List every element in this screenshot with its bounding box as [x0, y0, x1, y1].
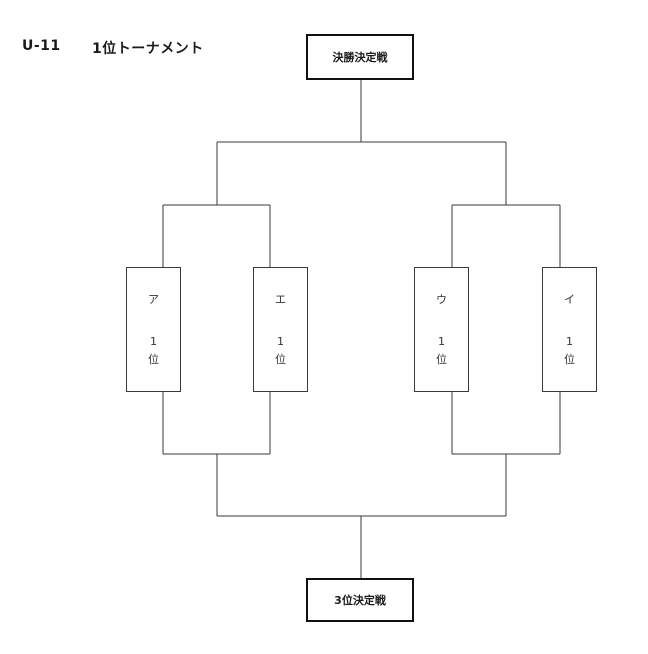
team-rank-unit: 位	[275, 353, 286, 366]
team-rank-number: 1	[150, 335, 157, 348]
division-label: U-11	[22, 38, 61, 54]
team-rank-unit: 位	[436, 353, 447, 366]
team-slot-e: エ 1 位	[253, 267, 308, 392]
team-rank: 1 位	[148, 333, 159, 369]
team-rank: 1 位	[564, 333, 575, 369]
third-place-match-label: 3位決定戦	[334, 594, 386, 607]
team-name: イ	[564, 293, 575, 306]
team-slot-i: イ 1 位	[542, 267, 597, 392]
final-match-box: 決勝決定戦	[306, 34, 414, 80]
team-rank: 1 位	[436, 333, 447, 369]
team-slot-u: ウ 1 位	[414, 267, 469, 392]
team-rank-unit: 位	[564, 353, 575, 366]
team-name: ウ	[436, 293, 447, 306]
team-name: エ	[275, 293, 286, 306]
team-rank-unit: 位	[148, 353, 159, 366]
team-slot-a: ア 1 位	[126, 267, 181, 392]
team-name: ア	[148, 293, 159, 306]
team-rank: 1 位	[275, 333, 286, 369]
third-place-match-box: 3位決定戦	[306, 578, 414, 622]
team-rank-number: 1	[438, 335, 445, 348]
final-match-label: 決勝決定戦	[332, 51, 388, 64]
team-rank-number: 1	[566, 335, 573, 348]
team-rank-number: 1	[277, 335, 284, 348]
page-title: 1位トーナメント	[92, 41, 204, 57]
